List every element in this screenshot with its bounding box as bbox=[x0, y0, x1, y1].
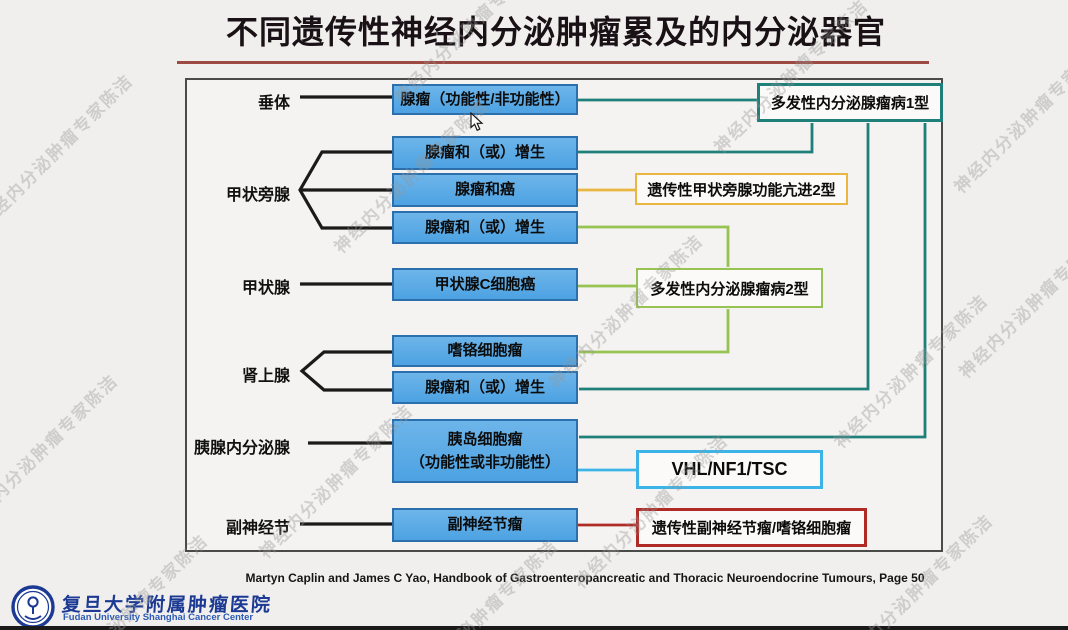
organ-label-pancreas: 胰腺内分泌腺 bbox=[193, 440, 290, 457]
slide-title: 不同遗传性神经内分泌肿瘤累及的内分泌器官 bbox=[225, 14, 886, 50]
tumor-box-parathyroid-hyperplasia-1: 腺瘤和（或）增生 bbox=[392, 136, 578, 170]
citation-text: Martyn Caplin and James C Yao, Handbook … bbox=[245, 571, 925, 585]
tumor-box-thyroid-c-cell: 甲状腺C细胞癌 bbox=[392, 268, 578, 301]
watermark-text: 神经内分泌肿瘤专家陈洁 bbox=[955, 220, 1068, 383]
title-underline bbox=[177, 61, 929, 64]
tumor-box-pheochromocytoma: 嗜铬细胞瘤 bbox=[392, 335, 578, 367]
organ-label-parathyroid: 甲状旁腺 bbox=[225, 187, 290, 204]
hospital-logo-icon bbox=[11, 585, 55, 629]
syndrome-box-men1: 多发性内分泌腺瘤病1型 bbox=[757, 83, 943, 122]
tumor-box-paraganglioma: 副神经节瘤 bbox=[392, 508, 578, 542]
organ-label-adrenal: 肾上腺 bbox=[241, 368, 290, 385]
tumor-box-pituitary-adenoma: 腺瘤（功能性/非功能性） bbox=[392, 84, 578, 115]
tumor-box-adrenal-hyperplasia: 腺瘤和（或）增生 bbox=[392, 371, 578, 404]
watermark-text: 神经内分泌肿瘤专家陈洁 bbox=[0, 370, 123, 533]
organ-label-pituitary: 垂体 bbox=[257, 95, 290, 112]
tumor-box-islet-cell: 胰岛细胞瘤 （功能性或非功能性） bbox=[392, 419, 578, 483]
organ-label-thyroid: 甲状腺 bbox=[241, 280, 290, 297]
watermark-text: 神经内分泌肿瘤专家陈洁 bbox=[0, 70, 138, 233]
syndrome-box-hereditary-paraganglioma: 遗传性副神经节瘤/嗜铬细胞瘤 bbox=[636, 508, 867, 547]
syndrome-box-hereditary-hyperparathyroidism-2: 遗传性甲状旁腺功能亢进2型 bbox=[635, 173, 848, 205]
tumor-box-parathyroid-hyperplasia-2: 腺瘤和（或）增生 bbox=[392, 211, 578, 244]
organ-label-paraganglion: 副神经节 bbox=[225, 520, 290, 537]
bottom-bar bbox=[0, 626, 1068, 630]
watermark-text: 神经内分泌肿瘤专家陈洁 bbox=[950, 35, 1068, 198]
hospital-name-en: Fudan University Shanghai Cancer Center bbox=[63, 612, 254, 623]
syndrome-box-men2: 多发性内分泌腺瘤病2型 bbox=[636, 268, 823, 308]
syndrome-box-vhl-nf1-tsc: VHL/NF1/TSC bbox=[636, 450, 823, 489]
tumor-box-adenoma-carcinoma: 腺瘤和癌 bbox=[392, 173, 578, 207]
mouse-cursor-icon bbox=[470, 112, 484, 132]
